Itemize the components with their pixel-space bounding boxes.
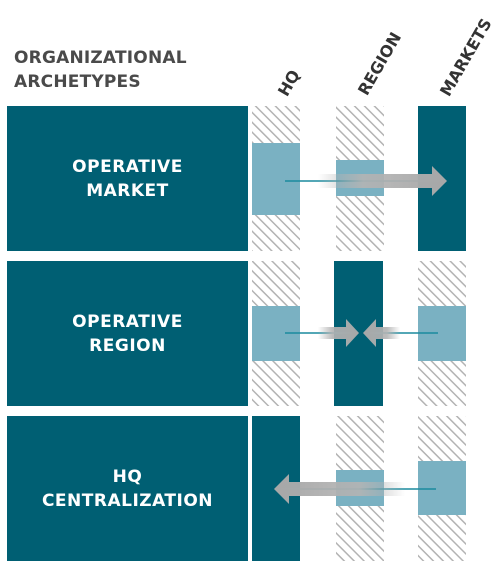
markets-light-block	[418, 461, 466, 515]
row-label-line-2: MARKET	[86, 180, 169, 201]
row-label-operative-region: OPERATIVE REGION	[7, 261, 248, 406]
row-label-line-2: REGION	[89, 335, 166, 356]
diagram-heading: ORGANIZATIONAL ARCHETYPES	[14, 46, 187, 94]
row-label-line-1: HQ	[112, 466, 143, 487]
row-hq-centralization-cells	[252, 416, 466, 561]
row-label-line-1: OPERATIVE	[72, 311, 183, 332]
hq-light-block	[252, 143, 300, 215]
arrow-left-icon	[274, 474, 405, 504]
row-label-operative-market: OPERATIVE MARKET	[7, 106, 248, 251]
arrow-right-icon	[318, 319, 359, 347]
arrow-right-icon	[318, 166, 447, 196]
row-operative-market-cells	[252, 106, 466, 251]
row-label-line-2: CENTRALIZATION	[41, 490, 214, 511]
row-label-line-1: OPERATIVE	[72, 156, 183, 177]
row-label-hq-centralization: HQ CENTRALIZATION	[7, 416, 248, 561]
heading-line-2: ARCHETYPES	[14, 72, 141, 92]
arrow-left-icon	[363, 319, 400, 347]
row-operative-region-cells	[252, 261, 466, 406]
heading-line-1: ORGANIZATIONAL	[14, 48, 187, 68]
